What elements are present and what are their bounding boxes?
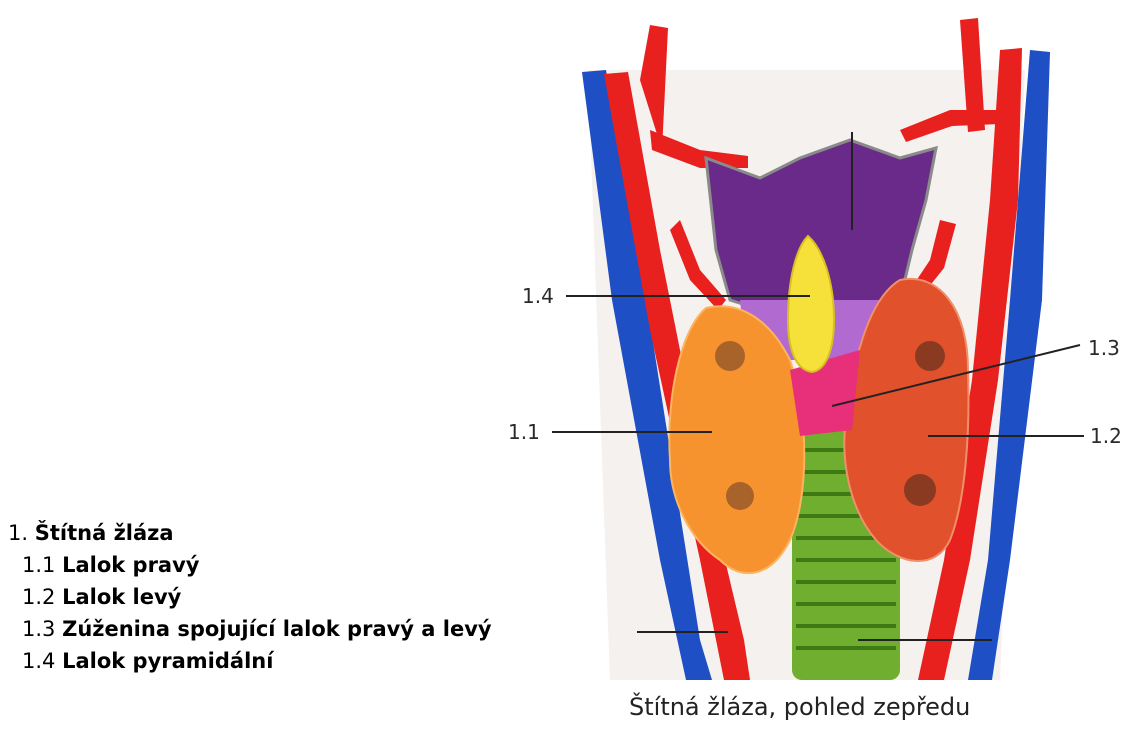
right-lobe-nodule-upper [715,341,745,371]
right-lobe-nodule-lower [726,482,754,510]
callout-label-1-4: 1.4 [522,284,554,308]
legend-item-number: 1.2 [22,585,55,609]
left-lobe-nodule-upper [915,341,945,371]
legend-item-number: 1.1 [22,553,55,577]
legend-item-label: Lalok levý [62,585,181,609]
callout-label-1-1: 1.1 [508,420,540,444]
callout-label-1-3: 1.3 [1088,336,1120,360]
legend-main: 1. Štítná žláza [8,517,492,549]
diagram-caption: Štítná žláza, pohled zepředu [629,693,970,721]
legend-main-number: 1. [8,521,28,545]
legend-main-label: Štítná žláza [35,521,174,545]
legend-item-number: 1.4 [22,649,55,673]
left-lobe-nodule-lower [904,474,936,506]
legend-item-label: Lalok pyramidální [62,649,273,673]
callout-label-1-2: 1.2 [1090,424,1122,448]
legend: 1. Štítná žláza 1.1 Lalok pravý 1.2 Lalo… [8,517,492,677]
legend-item-1-4: 1.4 Lalok pyramidální [8,645,492,677]
legend-item-number: 1.3 [22,617,55,641]
legend-item-label: Zúženina spojující lalok pravý a levý [62,617,492,641]
legend-item-1-3: 1.3 Zúženina spojující lalok pravý a lev… [8,613,492,645]
legend-item-1-2: 1.2 Lalok levý [8,581,492,613]
legend-item-1-1: 1.1 Lalok pravý [8,549,492,581]
legend-item-label: Lalok pravý [62,553,199,577]
